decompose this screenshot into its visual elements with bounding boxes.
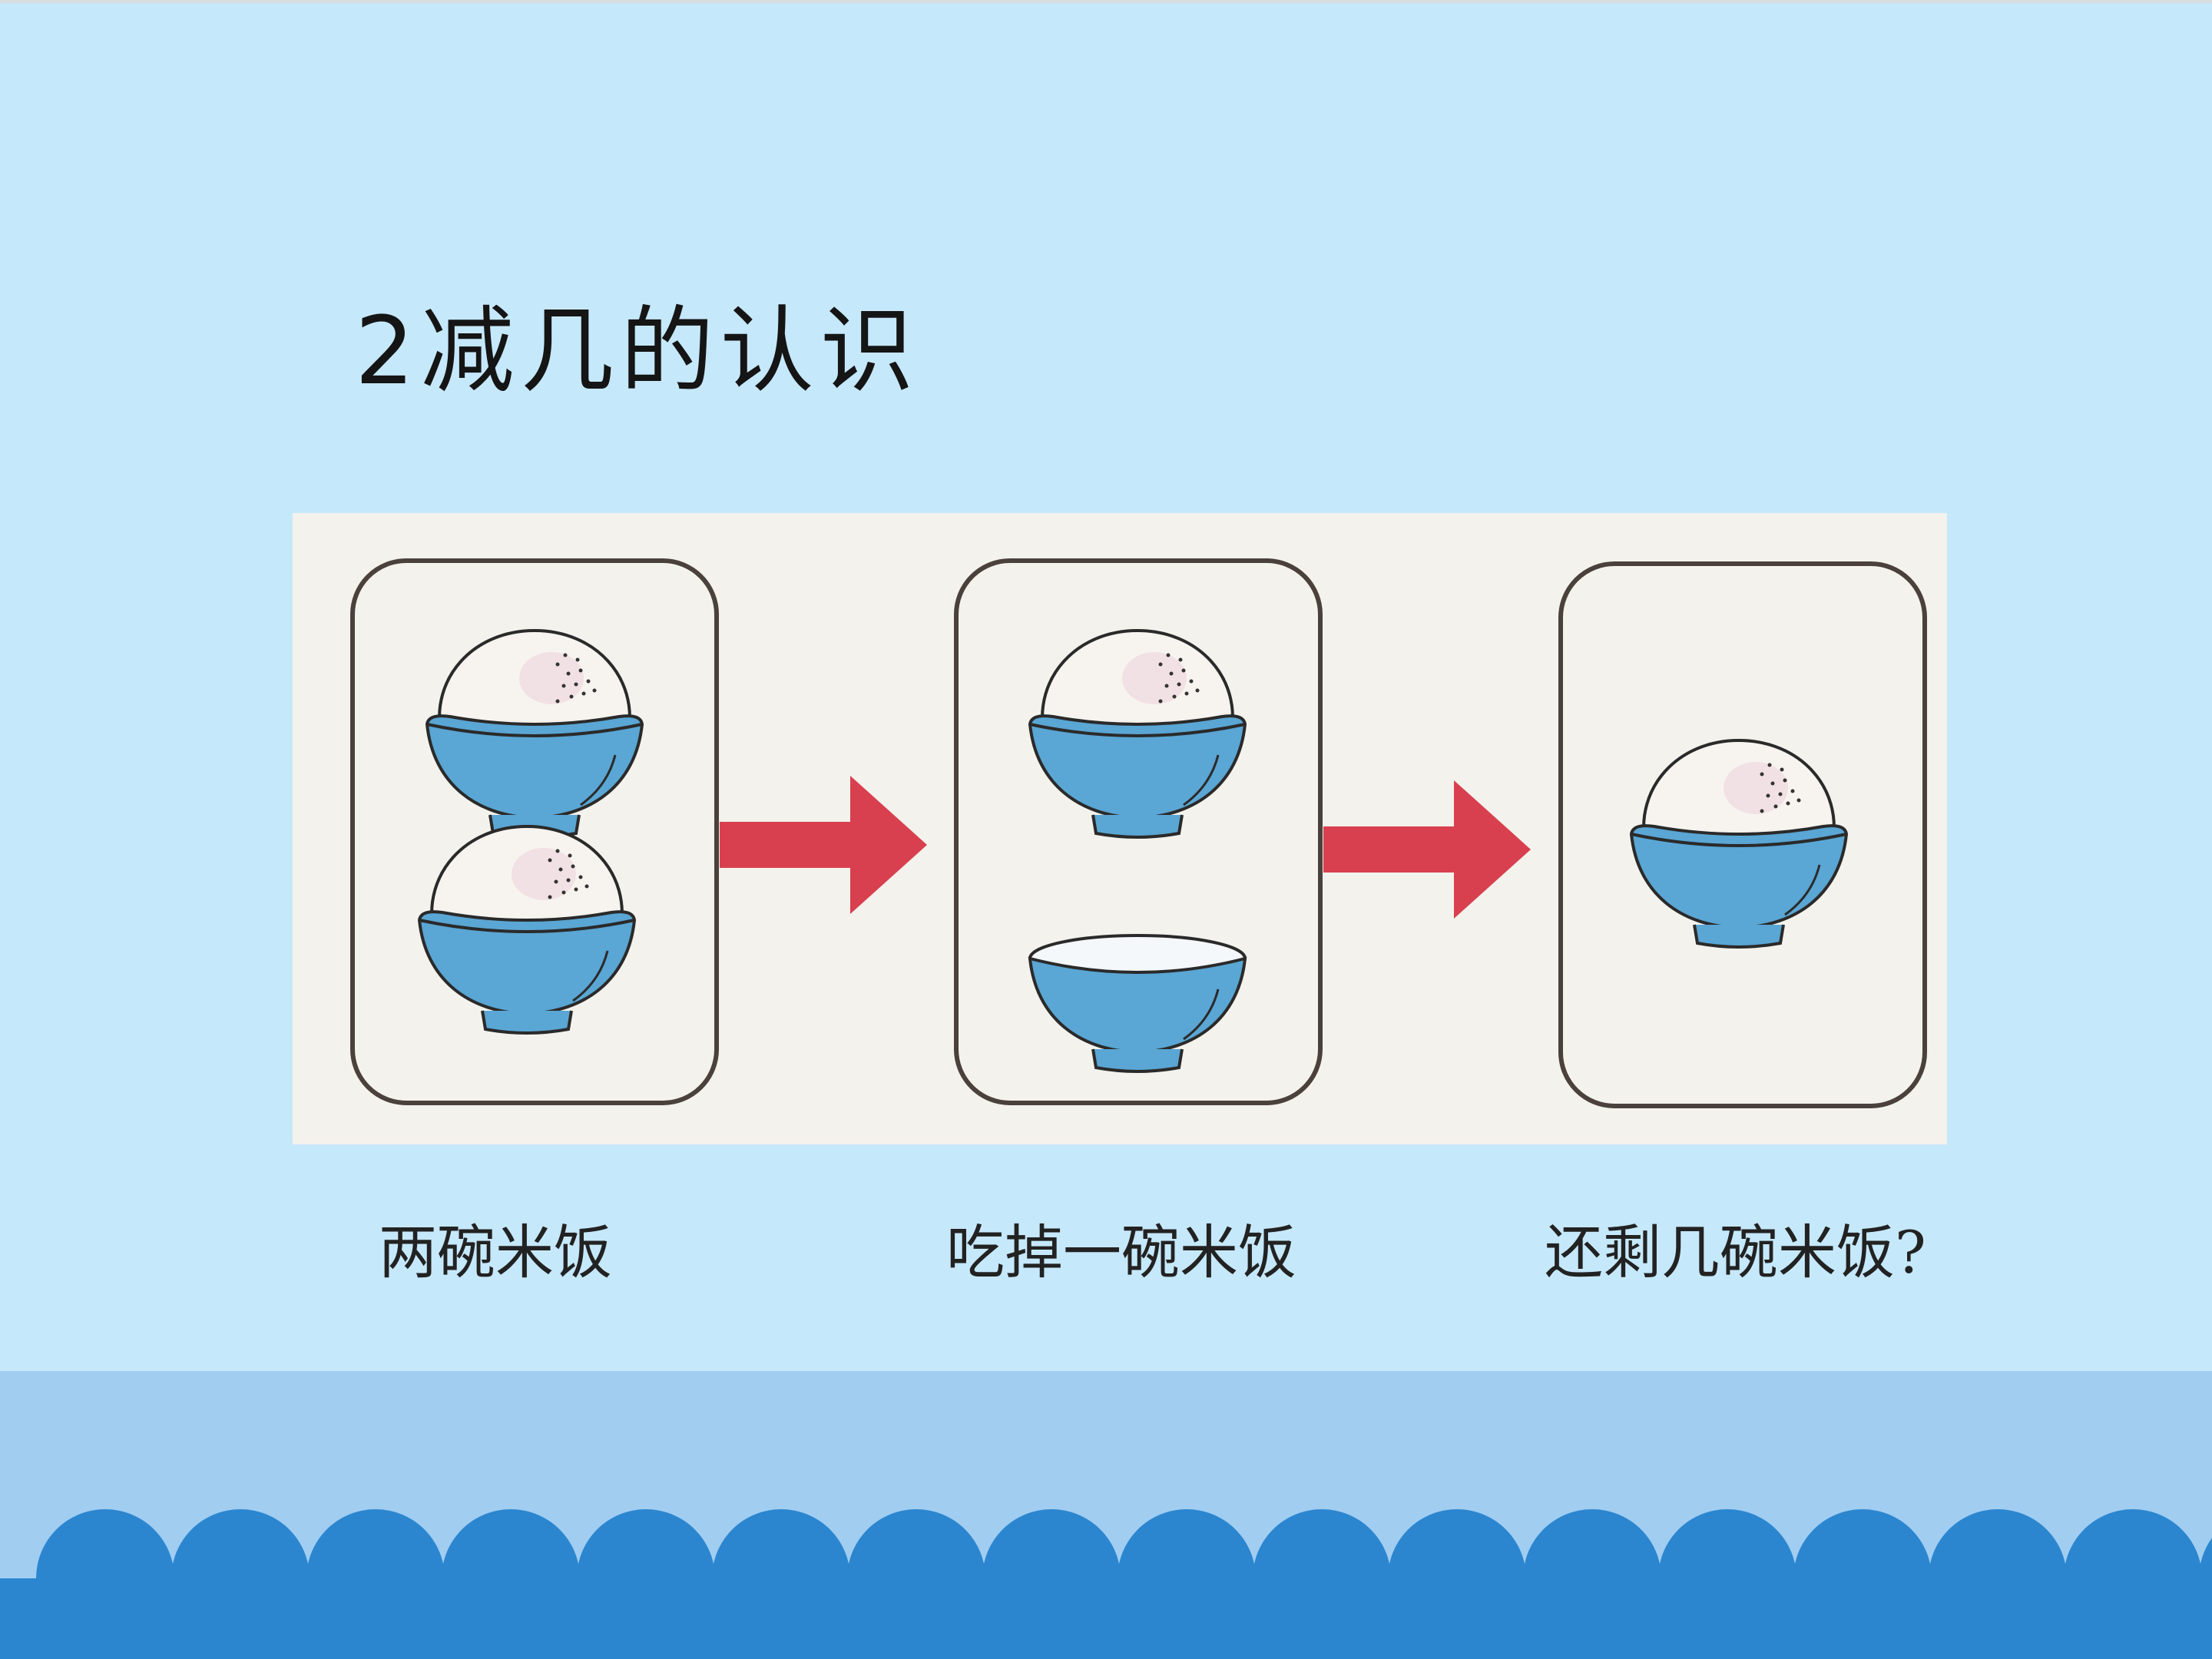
- panel-frame-3: [1558, 561, 1927, 1108]
- caption-eat-one-bowl: 吃掉一碗米饭: [946, 1218, 1296, 1286]
- arrow-right-icon: [1323, 780, 1531, 919]
- footer-band: [0, 1371, 2212, 1659]
- full-rice-bowl: [1028, 629, 1247, 839]
- panel-frame-2: [954, 558, 1323, 1105]
- arrow-right-icon: [720, 776, 927, 914]
- caption-how-many-left: 还剩几碗米饭?: [1545, 1218, 1926, 1286]
- caption-two-bowls: 两碗米饭: [379, 1218, 612, 1286]
- full-rice-bowl: [1630, 739, 1848, 949]
- wave-base: [0, 1578, 2212, 1659]
- top-border-line: [0, 0, 2212, 3]
- empty-bowl: [1028, 934, 1247, 1073]
- scallop-wave-decoration: [0, 1509, 2212, 1659]
- panel-frame-1: [350, 558, 719, 1105]
- rice-bowl-illustration: [293, 513, 1947, 1144]
- slide-title: 2减几的认识: [355, 296, 920, 406]
- full-rice-bowl: [426, 629, 644, 839]
- full-rice-bowl: [418, 825, 636, 1035]
- illustration-drawing: [350, 558, 1927, 1108]
